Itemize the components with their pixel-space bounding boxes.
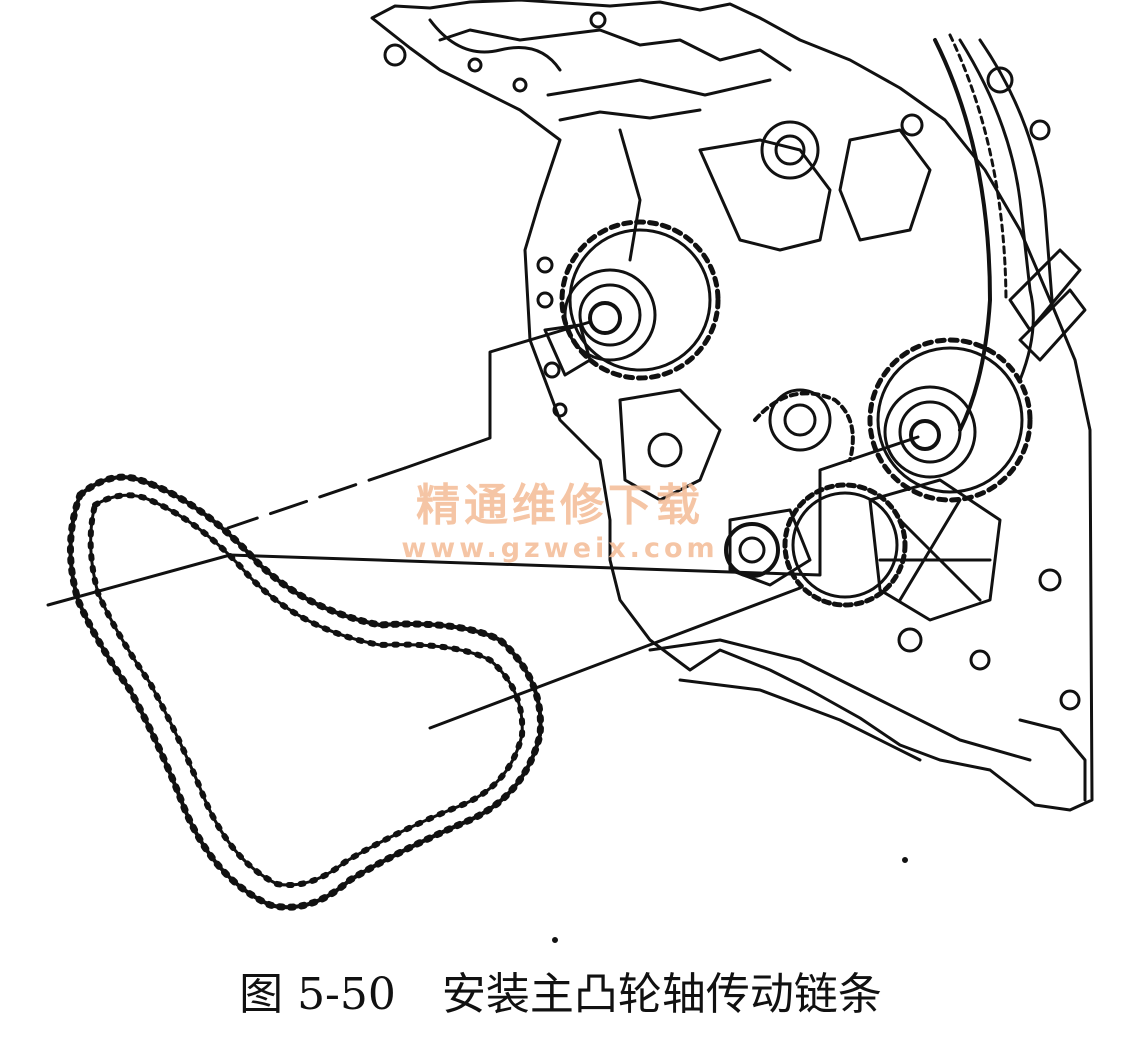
crank-bore-inner: [738, 536, 766, 564]
figure-number: 图 5-50: [239, 969, 396, 1020]
lower-bolt-1: [897, 627, 923, 653]
sprocket-1-hub-inner: [578, 283, 642, 347]
cover-boss-inner: [774, 134, 806, 166]
sprocket-2-hub-inner: [898, 400, 962, 464]
stray-dot-2: [902, 857, 908, 863]
assembly-leader-lines: [46, 320, 920, 730]
bolt-upper-right-3: [1029, 119, 1051, 141]
lower-flange: [618, 388, 722, 502]
upper-hole-3: [589, 11, 607, 29]
chain-links-inner: [87, 492, 526, 888]
figure-title: 安装主凸轮轴传动链条: [441, 969, 882, 1020]
leader-lower: [428, 586, 802, 730]
engine-outline: [370, 0, 1094, 812]
idler-hub: [768, 388, 832, 452]
chain-outer: [68, 475, 543, 910]
rib-upper-left: [428, 18, 562, 72]
right-sprocket: [867, 337, 1033, 503]
sprocket-1-rim: [568, 228, 712, 372]
bolt-upper-right-2: [986, 66, 1014, 94]
right-rail: [958, 38, 1035, 382]
stray-dot-1: [552, 937, 558, 943]
lower-bolt-2: [969, 649, 991, 671]
mount-rail-2: [558, 108, 702, 122]
sprocket-1-bolt: [588, 301, 622, 335]
lower-flange-hole: [647, 432, 683, 468]
rib-mid-2: [838, 128, 932, 242]
sprocket-1-hub: [563, 268, 657, 362]
sprocket-2-teeth: [867, 337, 1033, 503]
lower-corner: [1018, 718, 1087, 802]
upper-hole-1: [467, 57, 483, 73]
lower-rib-2: [678, 678, 922, 762]
leader-upper: [403, 320, 592, 470]
sprocket-2-hub: [883, 385, 977, 479]
leader-upper-dashed: [226, 466, 407, 530]
bolt-upper-right: [900, 113, 924, 137]
right-tensioner-2: [1018, 288, 1087, 362]
right-rail-2: [978, 38, 1054, 302]
lower-web-1: [878, 498, 992, 602]
side-hole-4: [552, 402, 568, 418]
right-chain-guide: [933, 38, 992, 432]
side-hole-3: [543, 361, 561, 379]
side-hole-1: [536, 256, 554, 274]
rib-upper-mid: [618, 128, 642, 262]
lower-rib-3: [868, 478, 1002, 622]
right-tensioner: [1008, 248, 1082, 332]
leader-middle: [46, 435, 920, 607]
lower-bolt-3: [1038, 568, 1062, 592]
cover-boss: [760, 120, 820, 180]
chain-links-outer: [66, 473, 544, 911]
idler-hub-inner: [783, 403, 817, 437]
sprocket-2-rim: [876, 346, 1024, 494]
upper-left-sprocket: [559, 219, 721, 381]
upper-boss: [383, 43, 407, 67]
engine-block: [370, 0, 1094, 812]
sprocket-3-rim: [791, 491, 899, 599]
upper-casting: [438, 28, 792, 72]
timing-chain: [66, 473, 544, 911]
rib-mid-1: [698, 138, 832, 252]
lower-bolt-4: [1059, 689, 1081, 711]
side-hole-2: [536, 291, 554, 309]
mount-rail: [546, 78, 772, 97]
crank-bore: [724, 522, 780, 578]
right-chain-guide-2: [948, 33, 1008, 302]
sprocket-2-bolt: [909, 419, 941, 451]
figure-caption: 图 5-50 安装主凸轮轴传动链条: [0, 958, 1121, 1022]
sprocket-1-teeth: [559, 219, 721, 381]
sprocket-3-teeth: [782, 482, 908, 608]
upper-hole-2: [512, 77, 528, 93]
lower-rib-1: [648, 638, 1032, 762]
